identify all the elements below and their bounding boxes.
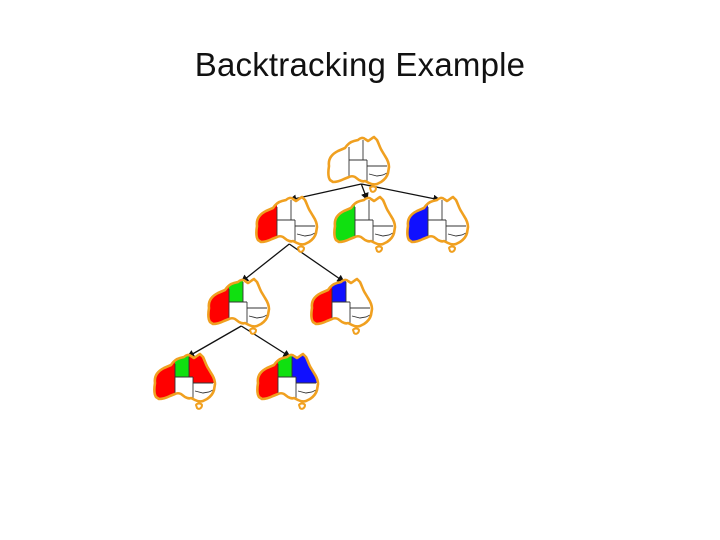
- coastline-outline: [333, 195, 397, 246]
- tasmania: [374, 245, 384, 253]
- slide-title: Backtracking Example: [194, 46, 526, 83]
- state-border: [374, 232, 394, 237]
- tree-edge-wa-red-nt-green-to-wa-red-nt-green-q-blue: [240, 325, 291, 358]
- tree-edge-wa-red-nt-green-to-wa-red-nt-green-q-red: [186, 325, 242, 358]
- tasmania: [368, 185, 378, 193]
- map-node-wa-red: [255, 195, 319, 253]
- map-node-wa-green: [333, 195, 397, 253]
- state-border: [296, 232, 316, 237]
- state-border: [351, 314, 371, 319]
- coastline-outline: [327, 135, 391, 186]
- tree-edges: [186, 183, 442, 358]
- coastline-outline: [255, 195, 319, 246]
- tasmania: [447, 245, 457, 253]
- state-border: [194, 389, 214, 394]
- map-node-wa-red-nt-blue: [310, 277, 374, 335]
- tasmania: [351, 327, 361, 335]
- coastline-outline: [310, 277, 374, 328]
- coastline-outline: [256, 352, 320, 403]
- state-border: [297, 389, 317, 394]
- tree-nodes: [153, 135, 470, 410]
- tasmania: [248, 327, 258, 335]
- state-border: [368, 172, 388, 177]
- state-border: [447, 232, 467, 237]
- map-node-wa-red-nt-green: [207, 277, 271, 335]
- tasmania: [194, 402, 204, 410]
- map-node-wa-red-nt-green-q-blue: [256, 352, 320, 410]
- tasmania: [296, 245, 306, 253]
- map-node-wa-red-nt-green-q-red: [153, 352, 217, 410]
- coastline-outline: [406, 195, 470, 246]
- tree-edge-wa-red-to-wa-red-nt-green: [240, 243, 290, 283]
- state-border: [248, 314, 268, 319]
- coastline-outline: [153, 352, 217, 403]
- coastline-outline: [207, 277, 271, 328]
- map-node-wa-blue: [406, 195, 470, 253]
- map-node-root: [327, 135, 391, 193]
- tasmania: [297, 402, 307, 410]
